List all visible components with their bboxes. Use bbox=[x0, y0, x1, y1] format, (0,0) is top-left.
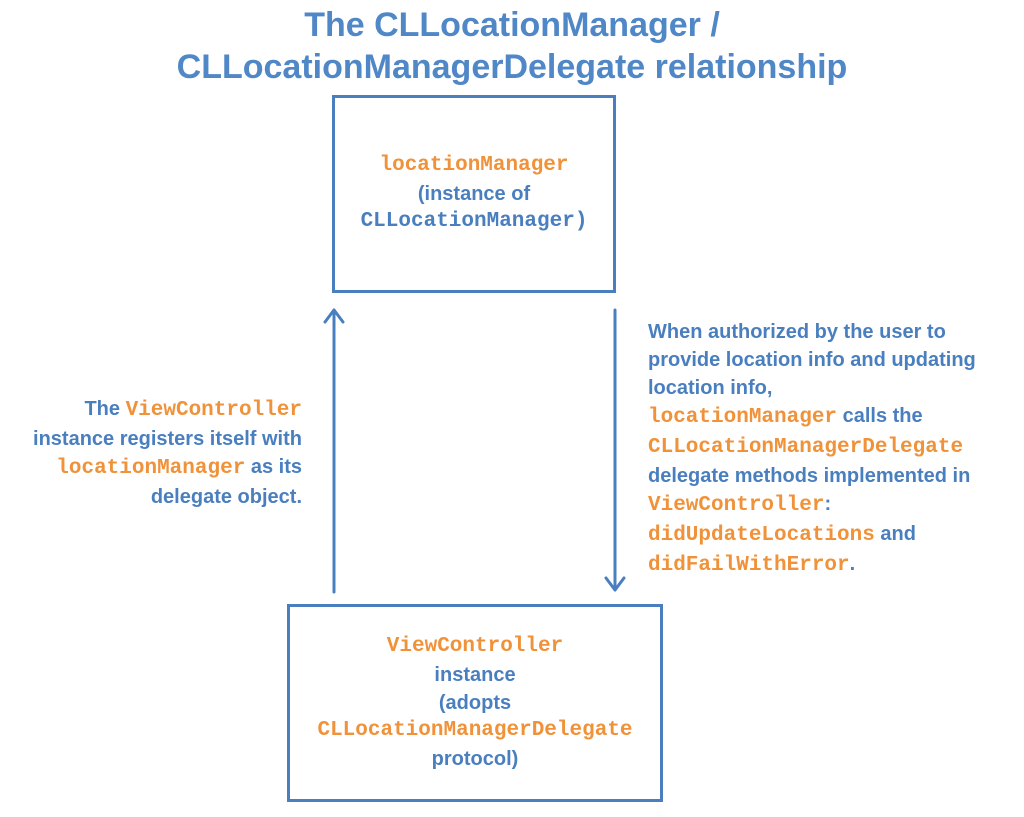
right-line-9: didFailWithError. bbox=[648, 550, 1018, 580]
right-text-and: and bbox=[874, 523, 916, 545]
right-line-7: ViewController: bbox=[648, 490, 1018, 520]
right-line-4: locationManager calls the bbox=[648, 402, 1018, 432]
right-line-8: didUpdateLocations and bbox=[648, 520, 1018, 550]
protocol-label: protocol) bbox=[431, 748, 519, 770]
right-text-colon: : bbox=[824, 493, 832, 515]
registration-annotation: The ViewController instance registers it… bbox=[0, 395, 302, 511]
right-view-controller-code: ViewController bbox=[648, 494, 825, 517]
left-line-2: instance registers itself with bbox=[33, 428, 302, 450]
title-line-1: The CLLocationManager / bbox=[304, 6, 720, 44]
right-line-3: location info, bbox=[648, 377, 773, 399]
right-line-5: CLLocationManagerDelegate bbox=[648, 432, 1018, 462]
delegate-protocol-label: CLLocationManagerDelegate bbox=[317, 719, 633, 742]
right-location-manager-code: locationManager bbox=[648, 406, 838, 429]
did-fail-with-error-code: didFailWithError bbox=[648, 554, 850, 577]
instance-label: instance bbox=[434, 664, 516, 686]
location-manager-box: locationManager (instance of CLLocationM… bbox=[332, 95, 616, 293]
left-view-controller-code: ViewController bbox=[125, 399, 302, 422]
view-controller-box: ViewController instance (adopts CLLocati… bbox=[287, 604, 663, 802]
right-delegate-code: CLLocationManagerDelegate bbox=[648, 436, 964, 459]
left-line-4: delegate object. bbox=[150, 486, 302, 508]
left-text-as-its: as its bbox=[245, 456, 302, 478]
location-manager-label: locationManager bbox=[379, 154, 569, 177]
did-update-locations-code: didUpdateLocations bbox=[648, 524, 875, 547]
left-line-3: locationManager as its bbox=[0, 453, 302, 483]
up-arrow bbox=[323, 308, 345, 594]
view-controller-label: ViewController bbox=[386, 635, 564, 658]
adopts-label: (adopts bbox=[438, 692, 512, 714]
right-line-6: delegate methods implemented in bbox=[648, 465, 971, 487]
down-arrow bbox=[604, 308, 626, 592]
right-text-calls-the: calls the bbox=[837, 405, 923, 427]
left-line-1: The ViewController bbox=[0, 395, 302, 425]
right-line-1: When authorized by the user to bbox=[648, 321, 946, 343]
instance-of-label: (instance of bbox=[417, 183, 531, 205]
left-text-the: The bbox=[84, 398, 126, 420]
diagram-title: The CLLocationManager / CLLocationManage… bbox=[0, 4, 1024, 88]
title-line-2: CLLocationManagerDelegate relationship bbox=[176, 48, 848, 86]
right-line-2: provide location info and updating bbox=[648, 349, 976, 371]
right-text-period: . bbox=[849, 553, 856, 575]
left-location-manager-code: locationManager bbox=[56, 457, 246, 480]
cllocationmanager-label: CLLocationManager) bbox=[360, 210, 588, 233]
delegate-calls-annotation: When authorized by the user to provide l… bbox=[648, 318, 1018, 580]
